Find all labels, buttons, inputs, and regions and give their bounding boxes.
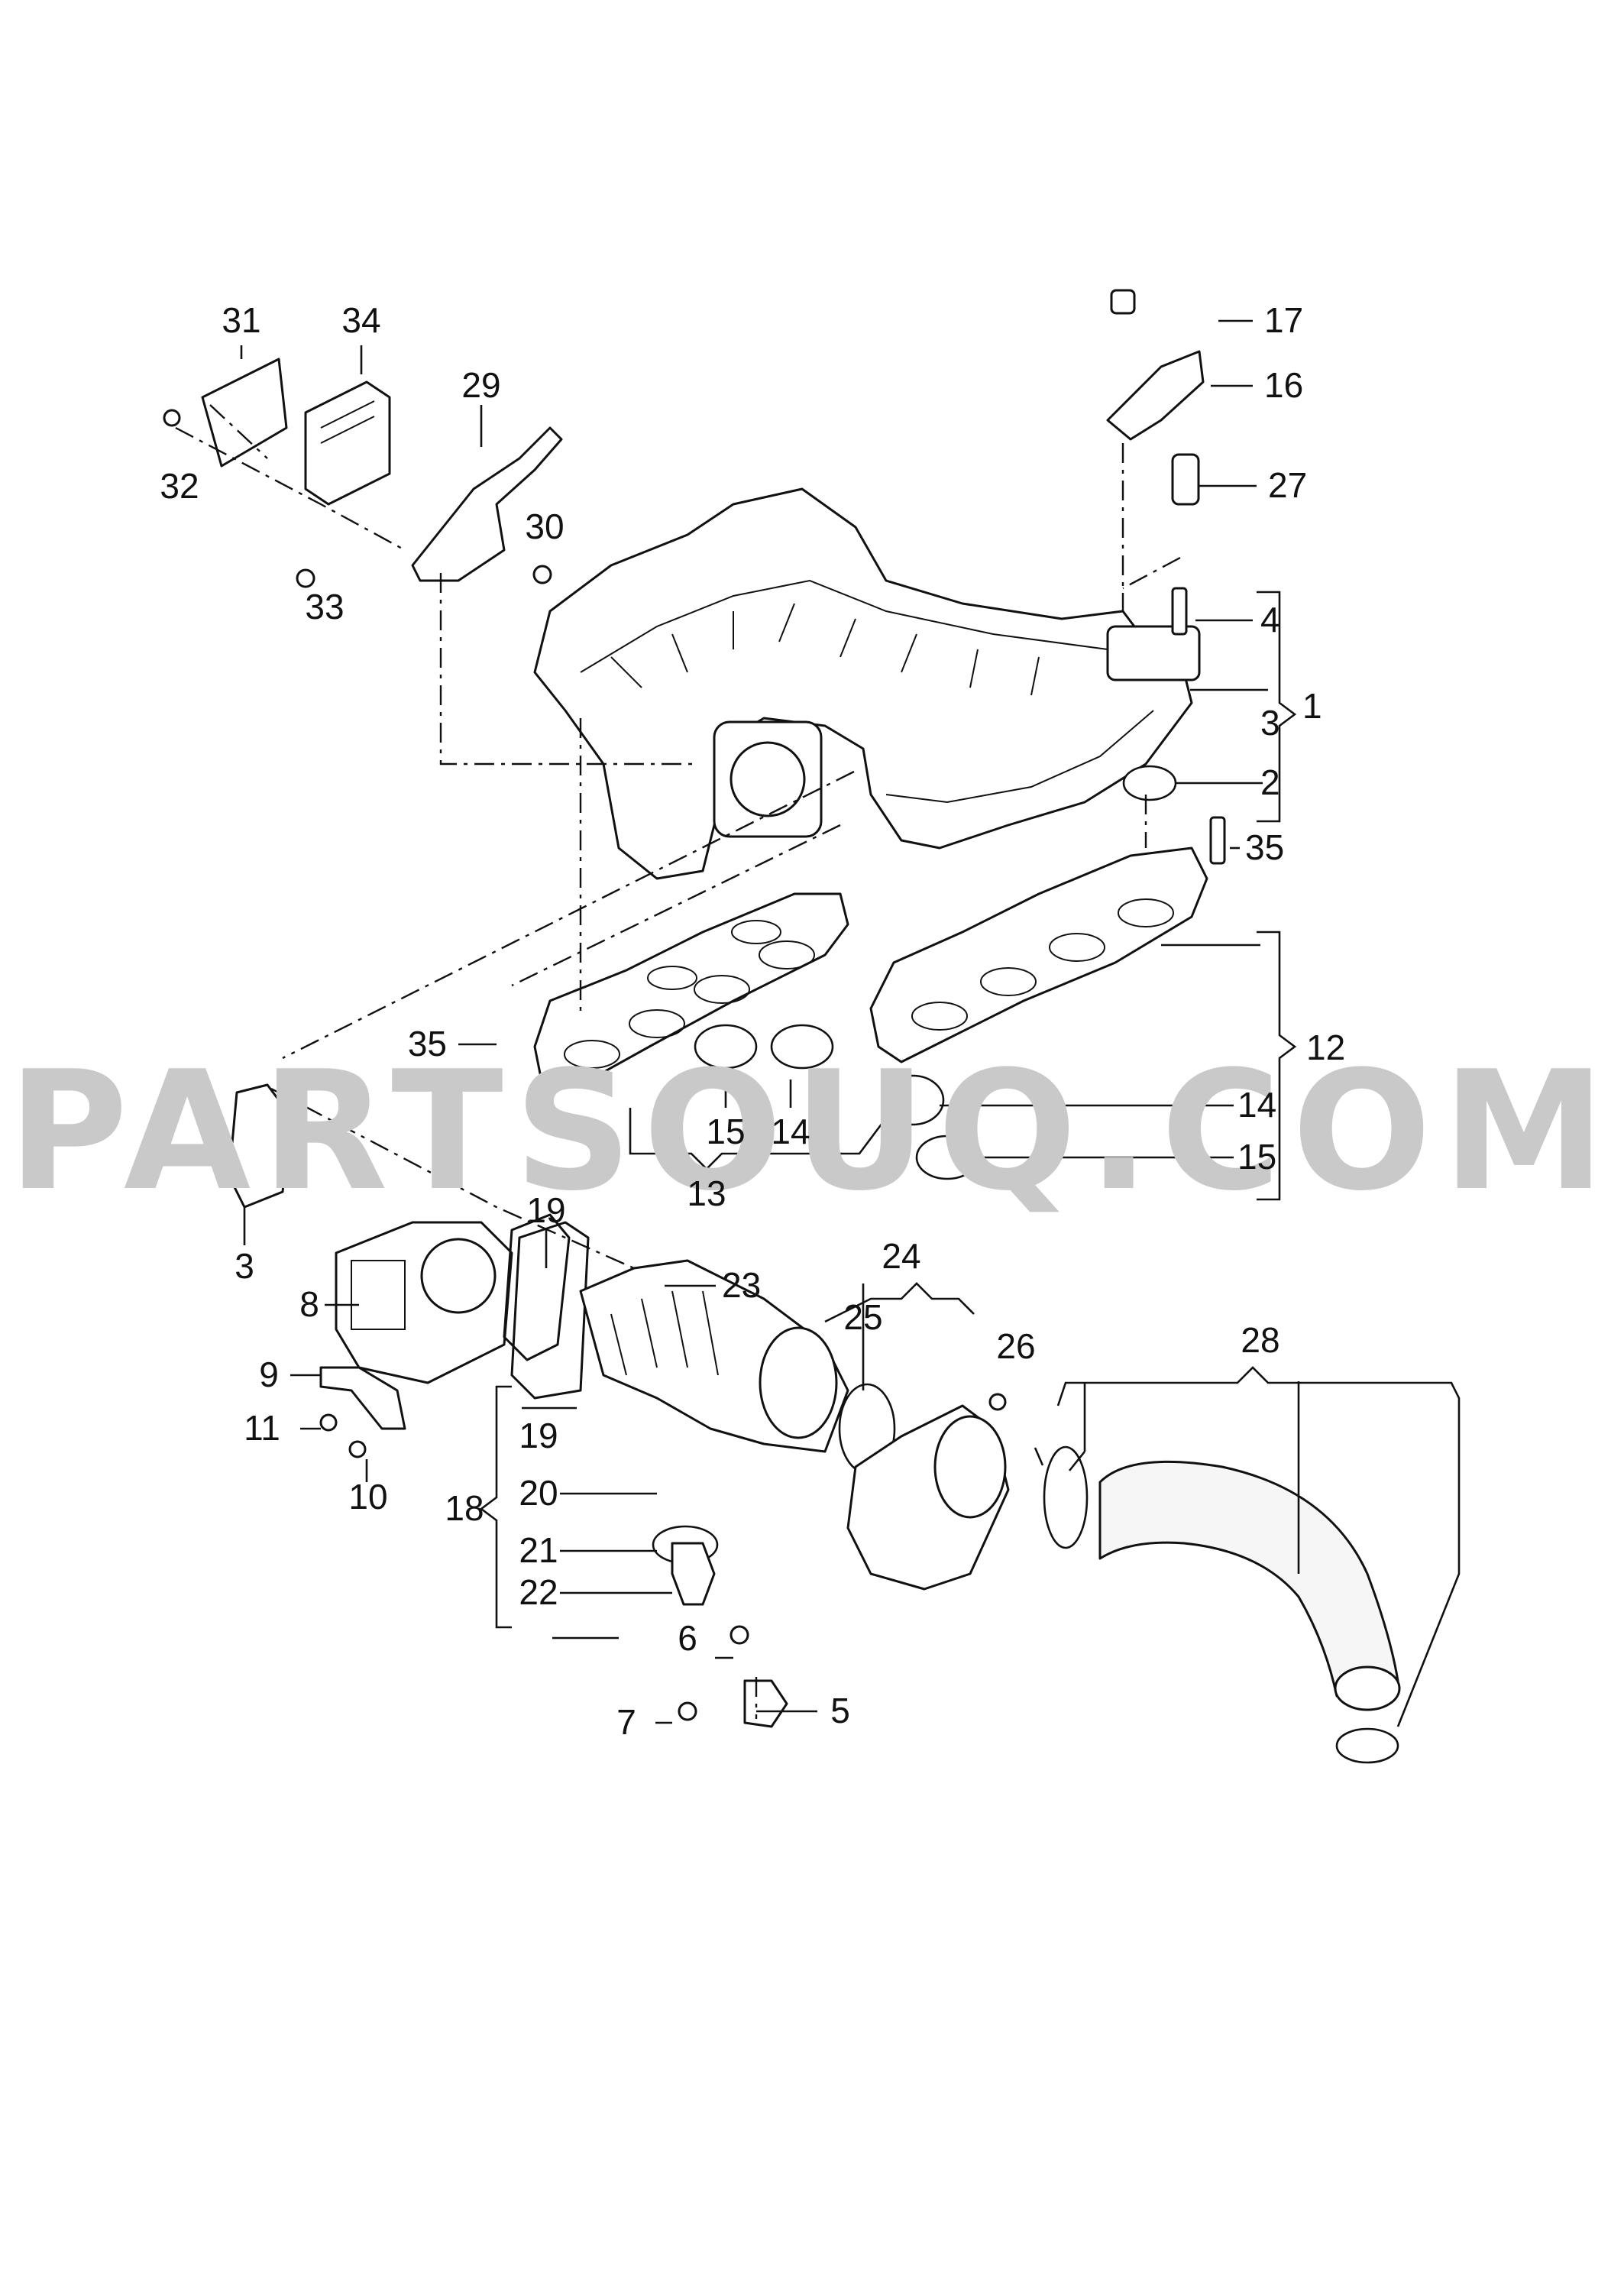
control-unit-assembly — [163, 358, 563, 588]
parts-drawing — [163, 289, 1401, 1764]
callout-32: 32 — [160, 466, 199, 506]
callout-34: 34 — [341, 300, 380, 340]
callout-18: 18 — [445, 1488, 484, 1528]
intake-hose — [1043, 1445, 1401, 1764]
intake-manifold-gaskets — [533, 846, 1208, 1086]
callout-15-left: 15 — [706, 1112, 745, 1151]
callout-35-right: 35 — [1245, 827, 1284, 867]
callout-19-top: 19 — [526, 1190, 565, 1230]
callout-5: 5 — [830, 1691, 850, 1730]
callout-2: 2 — [1260, 762, 1280, 802]
callout-14-right: 14 — [1237, 1085, 1276, 1125]
callout-27: 27 — [1268, 465, 1307, 505]
callout-3-top: 3 — [1260, 703, 1280, 743]
callout-11: 11 — [244, 1408, 280, 1448]
callout-29: 29 — [461, 365, 500, 405]
callout-3-left: 3 — [235, 1246, 254, 1286]
callout-31: 31 — [222, 300, 260, 340]
callout-8: 8 — [299, 1284, 319, 1324]
callout-26: 26 — [996, 1326, 1035, 1366]
throttle-valve-module — [846, 1393, 1010, 1591]
lower-sensors — [671, 1542, 788, 1728]
small-bracket — [319, 1366, 406, 1458]
callout-25: 25 — [843, 1297, 882, 1337]
assembly-lines — [175, 404, 1181, 1719]
leader-lines — [240, 319, 1300, 1724]
callout-13: 13 — [687, 1173, 726, 1213]
grouping-braces — [479, 591, 1461, 1727]
callout-9: 9 — [259, 1355, 279, 1394]
callout-23: 23 — [722, 1265, 761, 1305]
callout-21: 21 — [519, 1530, 558, 1570]
callout-20: 20 — [519, 1473, 558, 1513]
intake-manifold — [533, 487, 1201, 880]
callout-labels: 31 34 29 32 30 33 17 16 27 4 3 1 2 35 12… — [160, 300, 1345, 1742]
throttle-housing — [228, 1083, 513, 1384]
callout-28: 28 — [1241, 1320, 1279, 1360]
callout-19-left: 19 — [519, 1416, 558, 1455]
callout-7: 7 — [616, 1702, 636, 1742]
callout-10: 10 — [348, 1477, 387, 1517]
callout-24: 24 — [882, 1236, 920, 1276]
callout-30: 30 — [525, 507, 564, 546]
sealing-rings — [652, 765, 1177, 1565]
callout-14-left: 14 — [771, 1112, 810, 1151]
intake-pipe — [503, 1213, 896, 1474]
callout-1: 1 — [1302, 686, 1322, 726]
callout-4: 4 — [1260, 600, 1280, 639]
callout-17: 17 — [1264, 300, 1303, 340]
bracket-and-sensor — [1106, 289, 1226, 865]
callout-35-left: 35 — [408, 1024, 447, 1063]
callout-22: 22 — [519, 1572, 558, 1612]
callout-33: 33 — [305, 587, 344, 626]
watermark: PARTSOUQ.COM — [8, 1035, 1616, 1227]
callout-6: 6 — [678, 1618, 697, 1658]
callout-12: 12 — [1306, 1028, 1345, 1067]
callout-15-right: 15 — [1237, 1137, 1276, 1177]
callout-16: 16 — [1264, 365, 1303, 405]
